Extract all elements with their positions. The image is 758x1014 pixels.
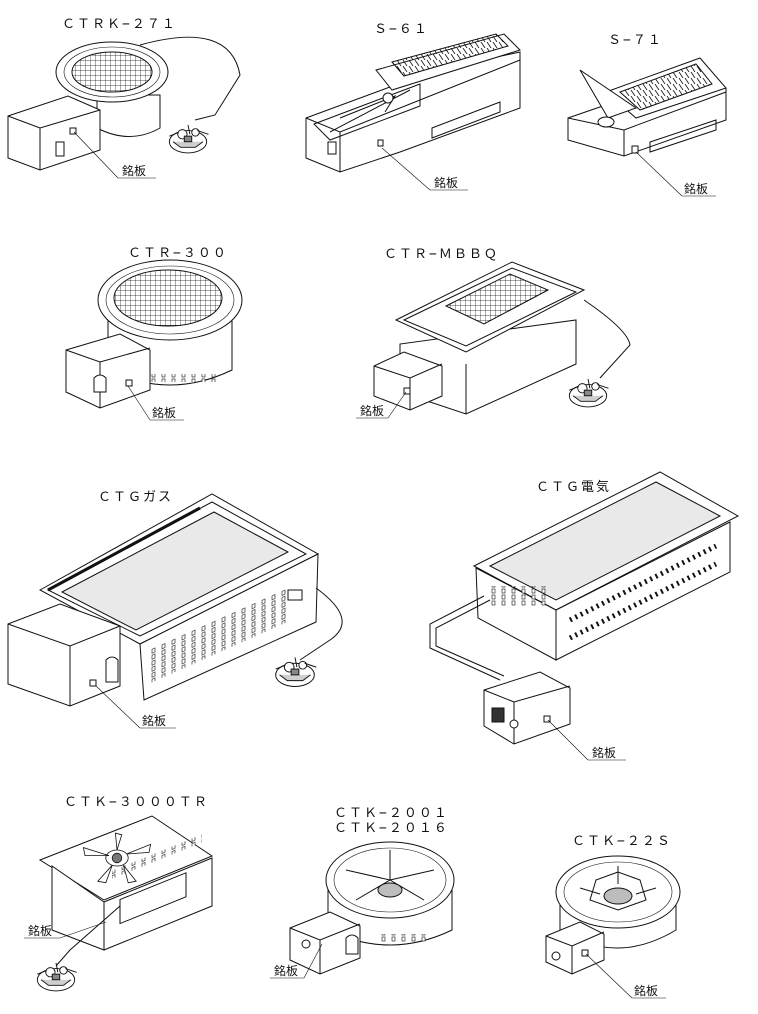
nameplate-label: 銘板: [28, 923, 52, 938]
nameplate-label: 銘板: [592, 745, 616, 760]
ctk3000tr-illustration: [36, 815, 214, 992]
plate-leader-line: [547, 719, 589, 761]
plate-leader-line: [387, 391, 407, 419]
plate-leader-line: [127, 385, 151, 421]
model-title: ＣＴＫ−３０００ＴＲ: [64, 795, 209, 810]
nameplate-label: 銘板: [274, 963, 298, 978]
product-ctrmbbq: ＣＴＲ−ＭＢＢＱ 銘板: [356, 247, 631, 419]
plate-leader-line: [635, 151, 683, 197]
nameplate-label: 銘板: [434, 175, 458, 190]
plate-leader-line: [59, 921, 107, 939]
model-title-secondary: ＣＴＫ−２０１６: [334, 821, 449, 836]
s71-illustration: [567, 57, 727, 157]
product-s71: Ｓ−７１ 銘板: [567, 33, 727, 197]
ctggas-illustration: [7, 493, 343, 707]
nameplate-label: 銘板: [360, 403, 384, 418]
product-ctgelec: ＣＴＧ電気 銘板: [429, 471, 740, 761]
product-ctk22s: ＣＴＫ−２２Ｓ 銘板: [545, 834, 681, 999]
product-s61: Ｓ−６１ 銘板: [305, 22, 521, 191]
plate-leader-line: [585, 953, 633, 999]
nameplate-label: 銘板: [634, 983, 658, 998]
ctk2001-illustration: [289, 841, 455, 975]
ctrk271-illustration: [7, 36, 241, 171]
plate-leader-line: [303, 943, 323, 979]
plate-leader-line: [73, 131, 119, 179]
model-title: Ｓ−７１: [608, 33, 663, 48]
product-ctr300: ＣＴＲ−３００ 銘板: [65, 246, 243, 421]
product-ctrk271: ＣＴＲＫ−２７１ 銘板: [7, 17, 241, 179]
model-title: ＣＴＲＫ−２７１: [62, 17, 177, 32]
model-title: ＣＴＫ−２００１: [334, 806, 449, 821]
model-title: Ｓ−６１: [374, 22, 429, 37]
model-title: ＣＴＲ−３００: [128, 246, 228, 261]
nameplate-label: 銘板: [684, 181, 708, 196]
ctr300-illustration: [65, 259, 243, 409]
ctgelec-illustration: [429, 471, 740, 745]
nameplate-label: 銘板: [122, 163, 146, 178]
model-title: ＣＴＧ電気: [536, 479, 611, 495]
nameplate-label: 銘板: [142, 713, 166, 728]
product-ctk2001: ＣＴＫ−２００１ ＣＴＫ−２０１６ 銘板: [270, 806, 455, 979]
model-title: ＣＴＫ−２２Ｓ: [572, 834, 672, 849]
nameplate-label: 銘板: [152, 405, 176, 420]
s61-illustration: [305, 33, 521, 173]
product-ctk3000tr: ＣＴＫ−３０００ＴＲ 銘板: [24, 795, 214, 992]
plate-leader-line: [381, 147, 431, 191]
plate-leader-line: [95, 685, 141, 729]
model-title: ＣＴＧガス: [98, 490, 173, 505]
model-title: ＣＴＲ−ＭＢＢＱ: [384, 247, 499, 262]
product-ctggas: ＣＴＧガス 銘板: [7, 490, 343, 729]
ctk22s-illustration: [545, 855, 681, 975]
ctrmbbq-illustration: [373, 261, 631, 415]
